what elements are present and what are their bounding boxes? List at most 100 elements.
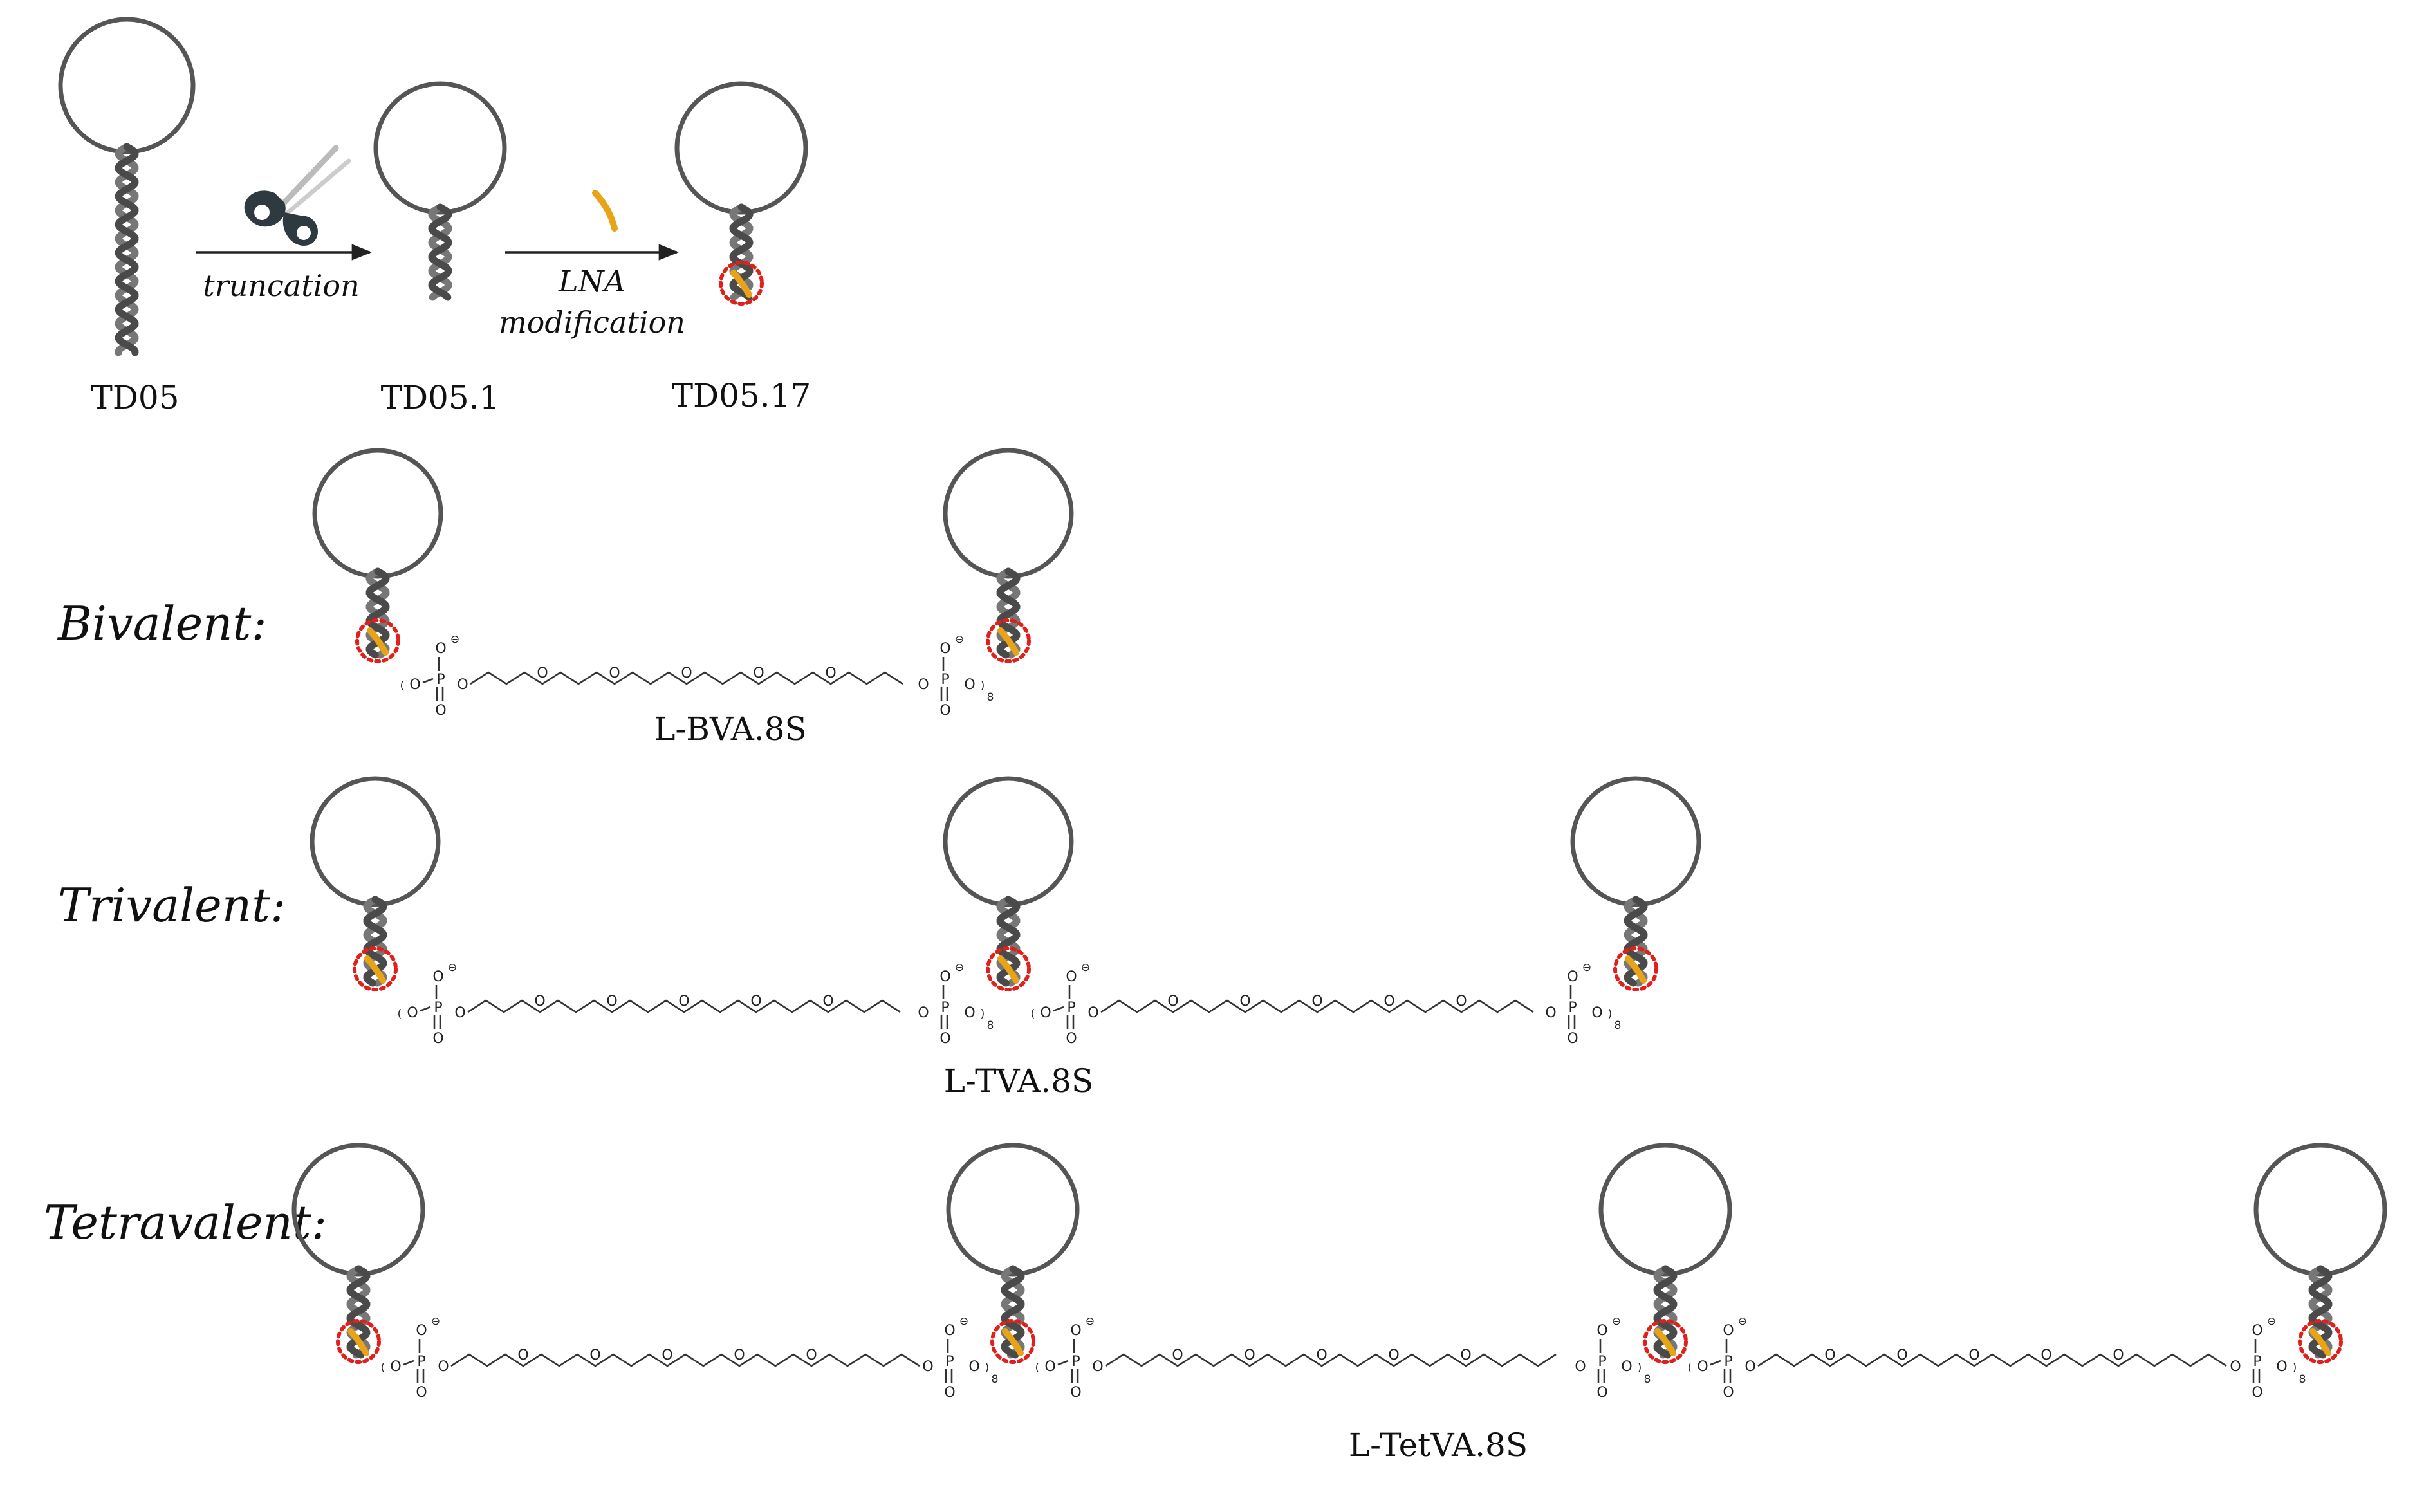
oxygen-atom: O [1596, 1323, 1607, 1339]
lna-highlight-circle [353, 946, 398, 991]
aptamer-loop [1598, 1143, 1732, 1277]
aptamer-loop [946, 1143, 1080, 1277]
negative-charge: ⊖ [1081, 961, 1090, 974]
l-tva-8s-label: L-TVA.8S [944, 1062, 1093, 1100]
oxygen-atom: O [2113, 1347, 2124, 1363]
oxygen-atom: O [939, 641, 950, 657]
lna-highlight-circle [986, 946, 1031, 991]
phosphorus-atom: P [436, 672, 445, 688]
oxygen-atom: O [1621, 1359, 1632, 1375]
bracket: ( [1035, 1361, 1040, 1374]
negative-charge: ⊖ [2267, 1315, 2276, 1328]
lna-icon [364, 955, 386, 984]
oxygen-atom: O [964, 1005, 975, 1021]
lna-icon [367, 627, 389, 656]
oxygen-atom: O [734, 1347, 745, 1363]
aptamer-loop [373, 81, 507, 215]
negative-charge: ⊖ [1582, 961, 1591, 974]
oxygen-atom: O [1896, 1347, 1907, 1363]
l-tetva-8s-label: L-TetVA.8S [1349, 1426, 1528, 1464]
oxygen-atom: O [1697, 1359, 1708, 1375]
oxygen-atom: O [457, 677, 468, 693]
oxygen-atom: O [454, 1005, 465, 1021]
oxygen-atom: O [435, 703, 446, 719]
negative-charge: ⊖ [1612, 1315, 1621, 1328]
oxygen-atom: O [438, 1359, 449, 1375]
oxygen-atom: O [750, 993, 761, 1010]
aptamer-loop [1570, 776, 1701, 907]
oxygen-atom: O [1244, 1347, 1255, 1363]
bracket: ( [398, 1008, 402, 1020]
oxygen-atom: O [2040, 1347, 2051, 1363]
oxygen-atom: O [1567, 969, 1578, 985]
oxygen-atom: O [1239, 993, 1250, 1010]
oxygen-atom: O [537, 665, 548, 681]
lna-icon [2309, 1328, 2331, 1356]
oxygen-atom: O [1545, 1005, 1556, 1021]
oxygen-atom: O [822, 993, 833, 1010]
lna-icon [997, 627, 1019, 656]
oxygen-atom: O [939, 969, 950, 985]
aptamer [943, 448, 1074, 663]
oxygen-atom: O [1456, 993, 1467, 1010]
negative-charge: ⊖ [1738, 1315, 1747, 1328]
aptamer-loop [674, 81, 808, 215]
lna-highlight-circle [336, 1319, 381, 1364]
phosphorus-atom: P [941, 1000, 949, 1016]
negative-charge: ⊖ [1086, 1315, 1095, 1328]
aptamer-loop [58, 17, 196, 154]
td05-17-label: TD05.17 [672, 377, 811, 414]
aptamer [1570, 776, 1701, 991]
oxygen-atom: O [1723, 1385, 1734, 1401]
bracket: ) [985, 1361, 990, 1374]
aptamer [2253, 1143, 2387, 1364]
lna-icon [347, 1328, 369, 1356]
oxygen-atom: O [681, 665, 692, 681]
oxygen-atom: O [432, 969, 443, 985]
aptamer-loop [2253, 1143, 2387, 1277]
trivalent-label: Trivalent: [58, 878, 286, 932]
oxygen-atom: O [825, 665, 836, 681]
oxygen-atom: O [1968, 1347, 1979, 1363]
oxygen-atom: O [1092, 1359, 1103, 1375]
lna-label-line2: modification [499, 305, 685, 340]
aptamer [674, 81, 808, 306]
oxygen-atom: O [944, 1385, 955, 1401]
oxygen-atom: O [1311, 993, 1322, 1010]
lna-highlight-circle [990, 1319, 1035, 1364]
bracket: ( [400, 679, 405, 692]
l-bva-8s-label: L-BVA.8S [654, 710, 807, 748]
bracket: ( [1688, 1361, 1692, 1374]
lna-icon [592, 190, 618, 232]
oxygen-atom: O [662, 1347, 672, 1363]
aptamer-td05 [58, 17, 196, 356]
oxygen-atom: O [517, 1347, 528, 1363]
oxygen-atom: O [918, 677, 929, 693]
repeat-count: 8 [1644, 1373, 1651, 1386]
oxygen-atom: O [1172, 1347, 1183, 1363]
oxygen-atom: O [1591, 1005, 1602, 1021]
oxygen-atom: O [1824, 1347, 1835, 1363]
negative-charge: ⊖ [431, 1315, 440, 1328]
oxygen-atom: O [1388, 1347, 1399, 1363]
phosphorus-atom: P [1071, 1354, 1080, 1370]
negative-charge: ⊖ [959, 1315, 968, 1328]
oxygen-atom: O [1040, 1005, 1051, 1021]
oxygen-atom: O [939, 703, 950, 719]
aptamer [946, 1143, 1080, 1364]
td05-label: TD05 [91, 379, 179, 416]
aptamer-loop [312, 448, 443, 579]
bracket: ( [381, 1361, 385, 1374]
lna-icon [1625, 955, 1647, 984]
lna-highlight-circle [1613, 946, 1658, 991]
oxygen-atom: O [944, 1323, 955, 1339]
aptamer [1598, 1143, 1732, 1364]
phosphorus-atom: P [1568, 1000, 1577, 1016]
